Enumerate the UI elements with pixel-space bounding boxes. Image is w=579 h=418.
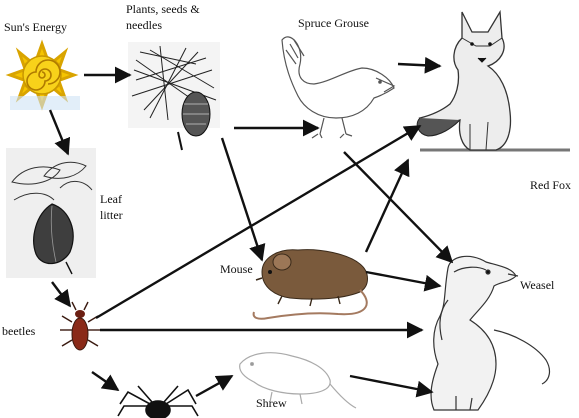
arrow-beetles-to-spider bbox=[92, 372, 118, 390]
arrow-mouse-to-weasel bbox=[366, 272, 440, 286]
arrow-shrew-to-weasel bbox=[350, 376, 432, 392]
weasel-label: Weasel bbox=[520, 278, 554, 292]
leaf-label-line2: litter bbox=[100, 208, 123, 222]
mouse-icon bbox=[254, 250, 368, 319]
arrow-beetles-to-fox bbox=[96, 126, 420, 318]
pine-cone-branch-icon bbox=[128, 42, 220, 150]
arrow-leaf-to-beetles bbox=[52, 282, 70, 306]
plants-label-line2: needles bbox=[126, 18, 162, 32]
red-fox-icon bbox=[417, 12, 570, 150]
leaf-litter-icon bbox=[6, 148, 96, 278]
beetle-icon bbox=[60, 302, 100, 350]
arrow-grouse-to-weasel bbox=[344, 152, 452, 262]
spruce-grouse-icon bbox=[282, 37, 394, 138]
arrow-grouse-to-fox bbox=[398, 64, 440, 66]
spider-icon bbox=[118, 386, 198, 418]
arrow-plants-to-mouse bbox=[222, 138, 262, 260]
sun-label: Sun's Energy bbox=[4, 20, 67, 34]
arrow-sun-to-leaf bbox=[50, 110, 68, 154]
sun-icon bbox=[10, 44, 80, 110]
fox-label: Red Fox bbox=[530, 178, 571, 192]
shrew-label: Shrew bbox=[256, 396, 287, 410]
plants-label-line1: Plants, seeds & bbox=[126, 2, 200, 16]
arrow-spider-to-shrew bbox=[196, 376, 232, 396]
food-web-arrows bbox=[50, 64, 452, 396]
grouse-label: Spruce Grouse bbox=[298, 16, 369, 30]
beetles-label: beetles bbox=[2, 324, 35, 338]
arrow-mouse-to-fox bbox=[366, 160, 408, 252]
mouse-label: Mouse bbox=[220, 262, 253, 276]
leaf-label-line1: Leaf bbox=[100, 192, 122, 206]
